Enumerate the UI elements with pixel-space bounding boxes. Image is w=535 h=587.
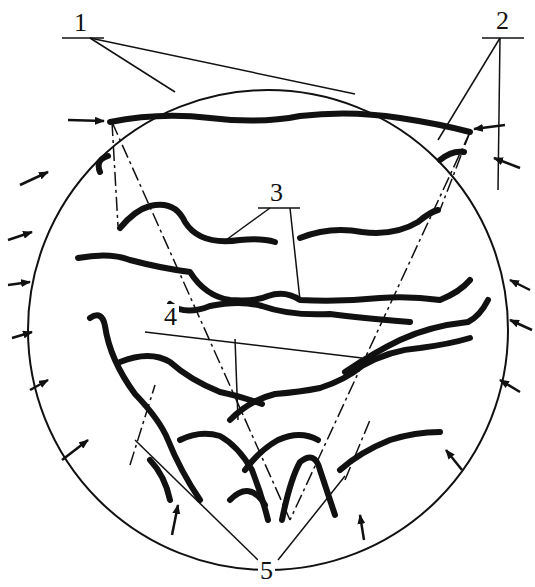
crack-lines	[78, 113, 488, 520]
leader-lines	[62, 38, 524, 560]
callout-number: 3	[268, 180, 285, 206]
callout-number: 4	[162, 304, 179, 330]
callout-number: 1	[72, 10, 89, 36]
dash-dot-lines	[112, 122, 470, 520]
load-arrows	[8, 120, 532, 540]
callout-number: 2	[494, 8, 511, 34]
callout-number: 5	[258, 558, 275, 584]
section-circle	[28, 90, 508, 570]
